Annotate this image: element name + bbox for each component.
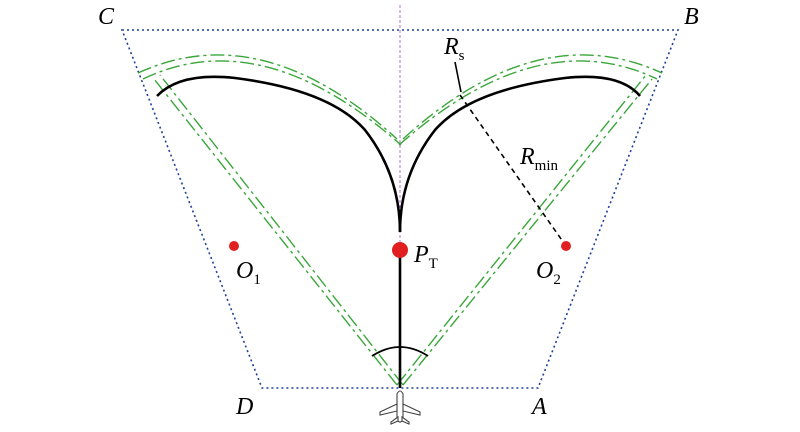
corner-label-d: D (235, 394, 253, 420)
main-path-right-arc (398, 75, 641, 233)
center-right-label: O2 (536, 258, 561, 288)
green-path-left (137, 54, 404, 386)
aircraft-icon (379, 390, 421, 425)
corner-label-c: C (98, 4, 115, 30)
angle-arc (371, 346, 429, 357)
target-point-marker (392, 242, 408, 258)
safety-radius-pointer (454, 61, 462, 93)
safety-radius-label: Rs (443, 34, 465, 64)
boundary-trapezoid (120, 29, 680, 389)
center-left-label: O1 (236, 258, 261, 288)
min-radius-label: Rmin (519, 144, 559, 174)
green-path-right (396, 54, 663, 386)
center-right-marker (561, 241, 571, 251)
corner-label-a: A (530, 394, 547, 420)
main-path-left-arc (156, 75, 402, 233)
corner-label-b: B (684, 4, 699, 30)
min-radius-line (459, 94, 567, 247)
target-point-label: PT (413, 242, 438, 272)
center-left-marker (229, 241, 239, 251)
